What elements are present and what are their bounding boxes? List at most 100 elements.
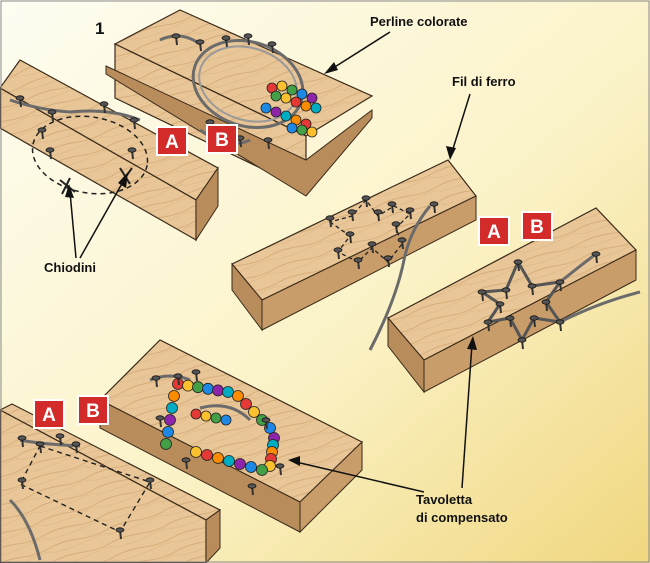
nail-icon <box>275 463 285 476</box>
badge-b-right: B <box>521 211 553 241</box>
nail-icon <box>483 319 493 332</box>
arrowhead-perline <box>324 62 338 74</box>
badge-b-bottom-label: B <box>86 401 100 422</box>
label-tavoletta-2: di compensato <box>416 510 508 525</box>
board-edge <box>105 65 373 197</box>
nail-icon <box>495 301 505 314</box>
nail-icon <box>129 117 139 130</box>
bead-icon <box>201 449 213 461</box>
nail-group <box>17 433 155 540</box>
badge-a-right: A <box>478 216 510 246</box>
nail-icon <box>195 39 205 52</box>
nail-icon <box>527 283 537 296</box>
nail-icon <box>391 221 401 234</box>
bead-icon <box>182 379 194 392</box>
nail-icon <box>37 127 47 140</box>
bead-icon <box>234 458 246 470</box>
badge-b-top-label: B <box>215 130 229 151</box>
nail-icon <box>383 255 393 268</box>
nail-icon <box>353 257 363 270</box>
badge-b-right-label: B <box>530 217 544 238</box>
nail-icon <box>361 195 371 208</box>
bead-icon <box>296 124 308 136</box>
nail-icon <box>99 101 109 114</box>
bead-icon <box>212 452 224 464</box>
bead-icon <box>280 92 292 104</box>
nail-icon <box>47 109 57 122</box>
arrow-fil-di-ferro <box>451 93 471 153</box>
bead-icon <box>300 100 312 112</box>
label-tavoletta-1: Tavoletta <box>416 492 473 507</box>
nail-group <box>325 195 439 270</box>
bead-icon <box>192 381 204 394</box>
bead-icon <box>248 406 260 418</box>
bead-icon <box>290 96 302 108</box>
nail-icon <box>373 209 383 222</box>
bead-icon <box>223 455 235 467</box>
bead-icon <box>296 88 308 100</box>
bead-icon <box>280 110 292 122</box>
bead-icon <box>190 446 202 458</box>
nail-icon <box>17 477 27 490</box>
badge-b-bottom: B <box>77 395 109 425</box>
nail-icon <box>181 457 191 470</box>
label-chiodini: Chiodini <box>44 260 96 275</box>
bead-icon <box>306 92 318 104</box>
label-fil-di-ferro: Fil di ferro <box>452 74 516 89</box>
board-edge-side <box>387 316 425 394</box>
bead-icon <box>270 106 282 118</box>
arrow-perline <box>329 31 391 71</box>
nail-icon <box>247 483 257 496</box>
arrowhead-tavoletta-2 <box>467 336 477 350</box>
nail-icon <box>263 137 273 150</box>
nail-icon <box>267 41 277 54</box>
nail-icon <box>517 337 527 350</box>
bead-icon <box>222 386 234 398</box>
bead-icon <box>240 398 252 410</box>
bead-icon <box>256 464 268 476</box>
bead-icon <box>276 80 288 92</box>
bead-icon <box>210 412 222 424</box>
nail-icon <box>555 279 565 292</box>
nail-icon <box>367 241 377 254</box>
nail-icon <box>261 417 271 430</box>
nail-icon <box>151 375 161 388</box>
board-edge <box>205 509 221 563</box>
bead-icon <box>160 438 172 450</box>
nail-icon <box>333 247 343 260</box>
nail-icon <box>501 287 511 300</box>
nail-icon <box>541 299 551 312</box>
badge-a-top-label: A <box>165 132 179 153</box>
nail-icon <box>55 433 65 446</box>
nail-icon <box>35 441 45 454</box>
figure-number: 1 <box>95 19 104 38</box>
arrow-chiodini-2 <box>79 179 125 259</box>
badge-b-top: B <box>206 124 238 154</box>
nail-icon <box>555 319 565 332</box>
nail-icon <box>191 369 201 382</box>
nail-icon <box>15 95 25 108</box>
arrow-tavoletta-1 <box>295 461 425 493</box>
bead-icon <box>286 84 298 96</box>
nail-icon <box>71 441 81 454</box>
bead-icon <box>164 414 176 426</box>
nail-icon <box>171 33 181 46</box>
bead-icon <box>212 384 224 397</box>
nail-icon <box>173 373 183 386</box>
bead-icon <box>202 382 214 395</box>
board-dashed-rect <box>0 403 222 563</box>
bead-icon <box>220 414 232 426</box>
bead-rectangle <box>160 378 280 476</box>
nail-icon <box>17 435 27 448</box>
bead-icon <box>232 390 244 402</box>
nail-icon <box>347 209 357 222</box>
arrowhead-fil-di-ferro <box>446 146 456 160</box>
nail-icon <box>243 33 253 46</box>
bead-icon <box>162 426 174 438</box>
nail-icon <box>45 147 55 160</box>
badge-a-top: A <box>156 126 188 156</box>
nail-icon <box>591 251 601 264</box>
nail-group <box>477 251 601 350</box>
